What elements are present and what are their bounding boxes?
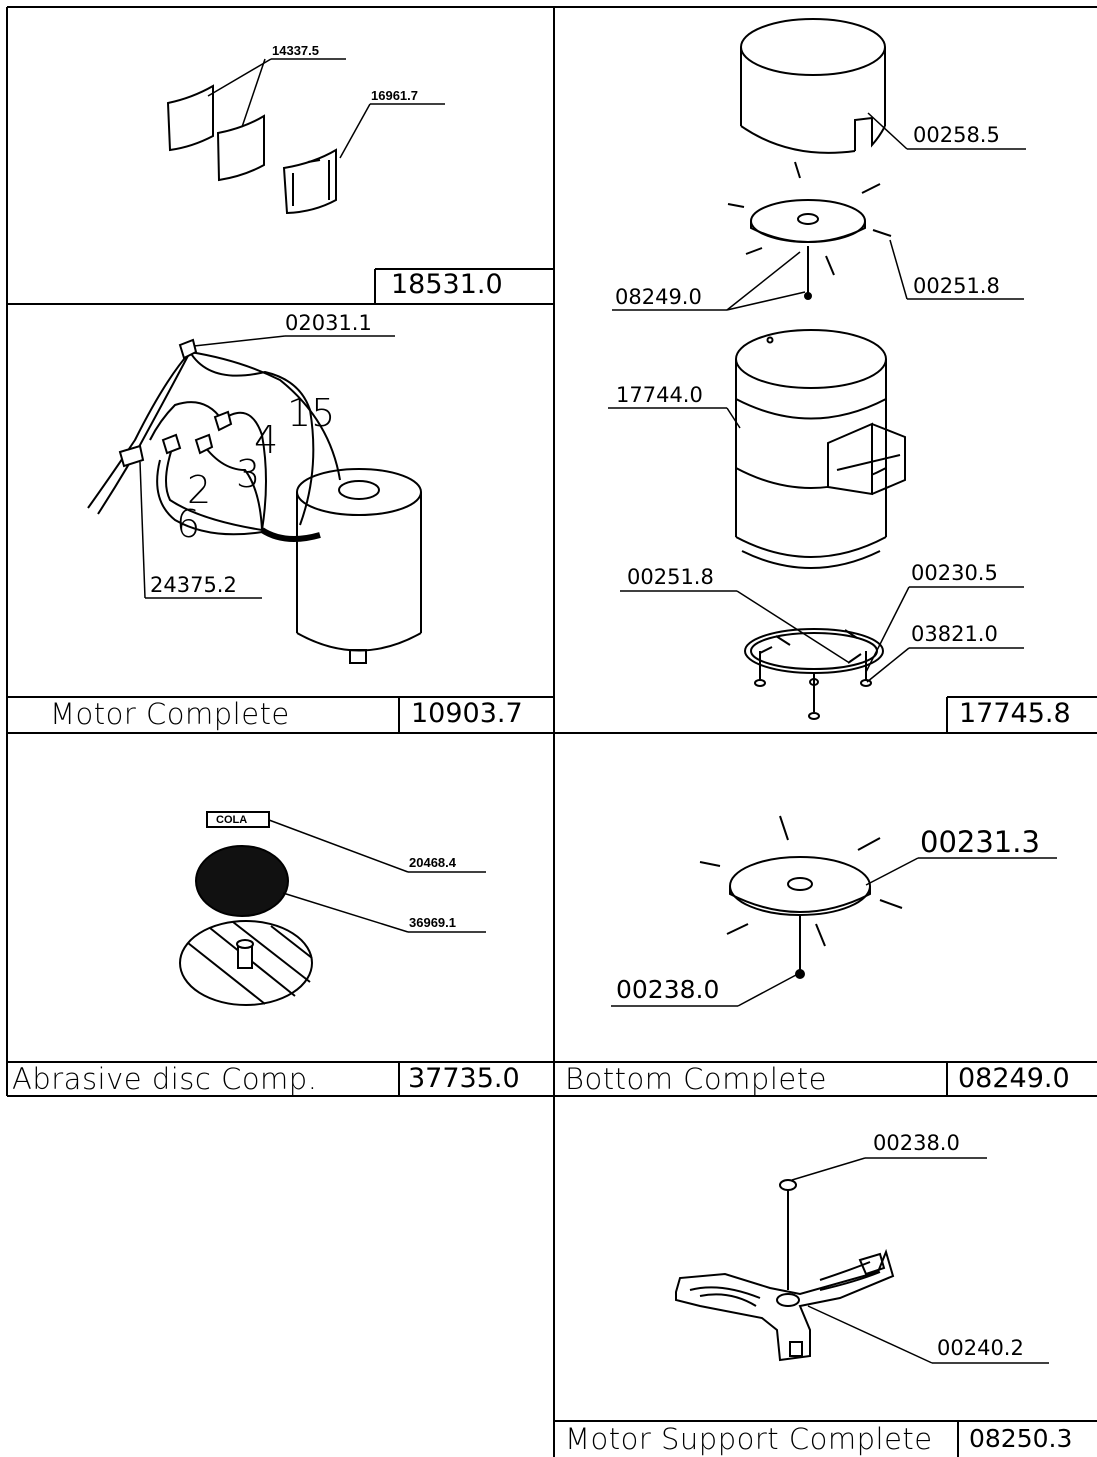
panel-title: Motor Support Complete <box>565 1422 933 1456</box>
abrasive-disc-drawing <box>179 811 313 1006</box>
callout-00251-8: 00251.8 <box>913 274 1000 298</box>
panel-number: 17745.8 <box>959 698 1071 729</box>
callout-00238-0: 00238.0 <box>873 1131 960 1155</box>
callout-14337-5: 14337.5 <box>272 43 319 58</box>
panel-number: 18531.0 <box>391 269 503 300</box>
wire-number: 2 <box>187 468 212 512</box>
motor-drawing <box>87 338 422 664</box>
callout-00251-8: 00251.8 <box>627 565 714 589</box>
motor-support-drawing <box>675 1179 895 1362</box>
wire-number: 3 <box>236 452 261 496</box>
housing-drawing <box>727 18 906 720</box>
bottom-disc-drawing <box>699 815 903 979</box>
callout-16961-7: 16961.7 <box>371 88 418 103</box>
callout-leaders-p1 <box>207 58 445 159</box>
callout-17744-0: 17744.0 <box>616 383 703 407</box>
callout-36969-1: 36969.1 <box>409 915 456 930</box>
callout-leaders-p4 <box>268 819 486 933</box>
panel-title: Motor Complete <box>50 697 290 731</box>
callout-leaders-p2 <box>139 335 395 599</box>
panel-title: Abrasive disc Comp. <box>12 1062 318 1096</box>
callout-02031-1: 02031.1 <box>285 311 372 335</box>
plates-drawing <box>166 84 337 215</box>
wire-number: 4 <box>254 418 279 462</box>
callout-00231-3: 00231.3 <box>920 825 1040 859</box>
panel-number: 10903.7 <box>411 698 523 729</box>
callout-00240-2: 00240.2 <box>937 1336 1024 1360</box>
wire-number: 15 <box>287 391 336 435</box>
frame-grid <box>6 6 1097 1457</box>
callout-20468-4: 20468.4 <box>409 855 456 870</box>
panel-number: 08250.3 <box>969 1424 1073 1453</box>
cola-tag: COLA <box>216 814 248 826</box>
panel-number: 08249.0 <box>958 1063 1070 1094</box>
callout-00230-5: 00230.5 <box>911 561 998 585</box>
panel-number: 37735.0 <box>408 1063 520 1094</box>
callout-leaders-p6 <box>791 1157 1049 1364</box>
panel-title: Bottom Complete <box>565 1062 827 1096</box>
callout-00258-5: 00258.5 <box>913 123 1000 147</box>
callout-00238-0: 00238.0 <box>616 975 720 1004</box>
callout-08249-0: 08249.0 <box>615 285 702 309</box>
callout-leaders-p5 <box>611 857 1057 1007</box>
callout-03821-0: 03821.0 <box>911 622 998 646</box>
callout-24375-2: 24375.2 <box>150 573 237 597</box>
callout-leaders-p3 <box>608 112 1026 683</box>
wire-number: 6 <box>176 502 201 546</box>
